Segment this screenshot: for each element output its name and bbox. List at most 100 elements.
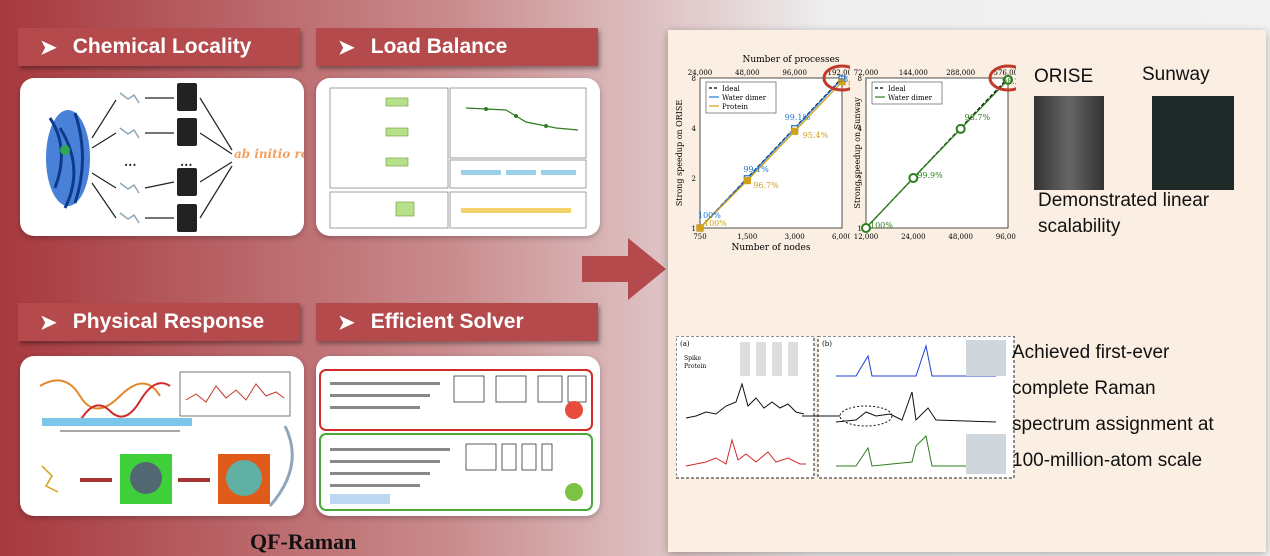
x-axis-label: Number of nodes [732, 243, 811, 253]
speedup-annotation: 100% [870, 221, 893, 230]
efficient-solver-diagram [319, 369, 593, 511]
highlight-ring-icon [822, 64, 850, 92]
legend-label: Protein [722, 103, 748, 111]
chemical-locality-title: Chemical Locality [72, 35, 252, 58]
big-right-arrow-icon [582, 238, 666, 300]
sunway-machine-image [1152, 96, 1234, 190]
svg-text:Spike: Spike [684, 355, 702, 362]
load-balance-header: ➤ Load Balance [316, 28, 598, 66]
y-tick-label: 2 [692, 175, 696, 183]
arrow-bullet-icon: ➤ [40, 36, 57, 59]
top-tick-label: 288,000 [946, 69, 975, 77]
physical-response-title: Physical Response [72, 310, 265, 333]
load-balance-diagram [329, 87, 587, 229]
speedup-annotation: 95.4% [803, 131, 829, 140]
top-tick-label: 144,000 [899, 69, 928, 77]
x-tick-label: 750 [693, 233, 706, 241]
arrow-bullet-icon: ➤ [338, 311, 355, 334]
svg-text:(b): (b) [822, 340, 832, 348]
x-tick-label: 3,000 [785, 233, 805, 241]
top-tick-label: 192,000 [828, 69, 850, 77]
load-balance-title: Load Balance [370, 35, 508, 58]
raman-line-4: 100-million-atom scale [1012, 450, 1203, 471]
flow-arrows [91, 97, 233, 219]
qf-raman-caption: QF-Raman [250, 529, 357, 554]
response-density-panel [120, 454, 172, 504]
ab-initio-label: ab initio results [234, 147, 304, 161]
scalability-line-1: Demonstrated linear [1038, 190, 1210, 211]
y-tick-label: 8 [858, 75, 862, 83]
data-point [1003, 74, 1013, 85]
highlight-ring-icon [988, 64, 1016, 92]
data-point [838, 78, 846, 86]
y-axis-label: Strong speedup on ORISE [675, 100, 684, 207]
speedup-annotation: 99.1% [743, 165, 769, 174]
happy-face-icon [565, 483, 583, 501]
legend-box [871, 81, 943, 105]
raman-line-3: spectrum assignment at [1012, 414, 1214, 435]
y-tick-label: 8 [692, 75, 696, 83]
load-balance-card [316, 78, 600, 236]
svg-text:...: ... [180, 155, 193, 169]
y-axis-label: Strong speedup on Sunway [853, 97, 862, 209]
efficient-solver-header: ➤ Efficient Solver [316, 303, 598, 341]
top-axis-label: Number of processes [742, 55, 839, 65]
legend-label: Ideal [722, 85, 741, 93]
sunway-scaling-chart: 12,00024,00048,00096,00072,000144,000288… [853, 64, 1016, 241]
orise-machine-image [1034, 96, 1104, 190]
chemical-locality-header: ➤ Chemical Locality [18, 28, 300, 66]
speedup-annotation: 100% [704, 219, 727, 228]
efficient-solver-card [316, 356, 600, 516]
raman-line-2: complete Raman [1012, 378, 1156, 399]
svg-text:Protein: Protein [684, 363, 706, 370]
raman-line-1: Achieved first-ever [1012, 342, 1170, 363]
efficient-solver-title: Efficient Solver [370, 310, 524, 333]
legend-label: Water dimer [722, 94, 767, 102]
x-tick-label: 1,500 [737, 233, 757, 241]
legend-label: Water dimer [888, 94, 933, 102]
chemical-locality-card: ... ... ab initio results [20, 78, 304, 236]
arrow-bullet-icon: ➤ [40, 311, 57, 334]
data-point [861, 223, 871, 233]
speedup-annotation: 98.2% [1002, 77, 1016, 86]
fragment-icons [119, 92, 140, 224]
speedup-annotation: 99.1% [785, 113, 811, 122]
top-tick-label: 72,000 [854, 69, 879, 77]
data-point [955, 123, 966, 134]
series-line [865, 79, 1009, 229]
data-point [791, 127, 799, 135]
response-potential-panel [218, 454, 270, 504]
series-line [699, 81, 843, 229]
sad-face-icon [565, 401, 583, 419]
y-tick-label: 4 [692, 125, 697, 133]
x-tick-label: 96,000 [996, 233, 1016, 241]
top-tick-label: 576,000 [994, 69, 1016, 77]
orise-label: ORISE [1034, 66, 1094, 87]
svg-text:(a): (a) [680, 340, 690, 348]
data-point [908, 173, 919, 183]
y-tick-label: 4 [858, 125, 863, 133]
speedup-annotation: 100% [698, 211, 721, 220]
y-tick-label: 1 [858, 225, 862, 233]
arrow-bullet-icon: ➤ [338, 36, 355, 59]
speedup-annotation: 99.9% [917, 171, 943, 180]
speedup-annotation: 95.1% [848, 81, 850, 90]
data-point [743, 176, 751, 185]
physical-response-card [20, 356, 304, 516]
speedup-annotation: 98.7% [965, 113, 991, 122]
sunway-label: Sunway [1142, 64, 1210, 85]
legend-label: Ideal [888, 85, 907, 93]
dots-label: ... [124, 155, 137, 169]
speedup-annotation: 96.7% [753, 181, 779, 190]
y-tick-label: 2 [858, 175, 862, 183]
top-tick-label: 96,000 [782, 69, 807, 77]
physical-response-header: ➤ Physical Response [18, 303, 300, 341]
scalability-line-2: scalability [1038, 216, 1121, 237]
data-point [696, 224, 704, 232]
x-tick-label: 24,000 [901, 233, 926, 241]
protein-structure-icon [46, 110, 90, 209]
